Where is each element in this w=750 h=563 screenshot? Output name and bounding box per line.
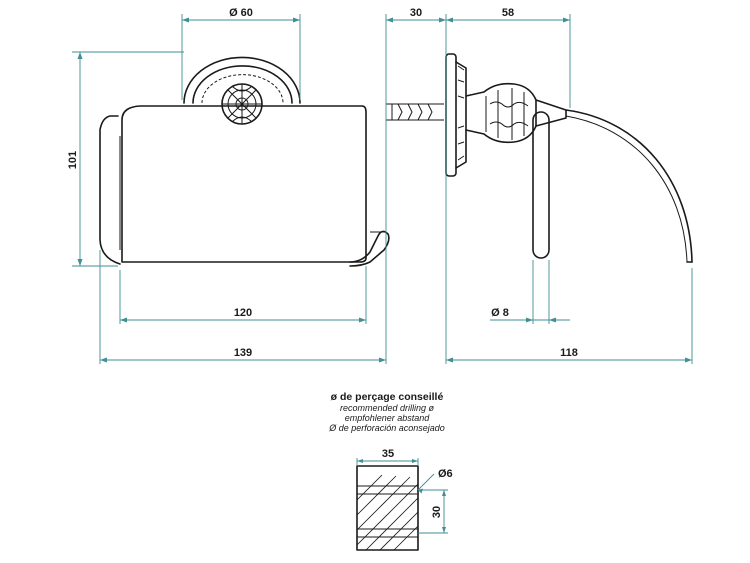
dim-roll-width: 120 xyxy=(234,307,252,319)
ornamental-neck xyxy=(465,82,537,144)
curved-cover xyxy=(565,109,693,263)
dim-hole-diameter: Ø6 xyxy=(438,468,453,480)
dim-side-total-depth: 118 xyxy=(560,347,578,359)
drilling-note-es: Ø de perforación aconsejado xyxy=(328,423,445,433)
side-view xyxy=(386,53,693,263)
dim-total-width: 139 xyxy=(234,347,252,359)
drilling-note-en: recommended drilling ø xyxy=(340,403,435,413)
right-hook xyxy=(349,230,390,267)
dim-side-wall-depth: 30 xyxy=(410,7,422,19)
dim-block-width: 35 xyxy=(382,448,394,460)
dim-rod-diameter: Ø 8 xyxy=(491,307,509,319)
holder-rod xyxy=(532,111,550,259)
rosette xyxy=(183,56,301,125)
cover-plate xyxy=(121,105,367,263)
drilling-note-de: empfohlener abstand xyxy=(345,413,431,423)
drilling-detail xyxy=(356,465,419,551)
dimension-lines xyxy=(72,14,693,534)
dim-rosette-diameter: Ø 60 xyxy=(229,7,253,19)
dim-hole-spacing: 30 xyxy=(431,506,443,518)
dim-front-height: 101 xyxy=(67,151,79,169)
drilling-note: ø de perçage conseillé recommended drill… xyxy=(328,391,445,433)
wall-anchor xyxy=(386,103,444,121)
drilling-note-title: ø de perçage conseillé xyxy=(331,391,444,403)
front-view xyxy=(99,56,390,267)
left-lip xyxy=(99,115,121,265)
dimension-labels: Ø 60 101 120 139 30 58 Ø 8 118 35 Ø6 30 xyxy=(67,7,578,518)
dimension-arrows xyxy=(77,17,692,533)
dim-side-arm-depth: 58 xyxy=(502,7,514,19)
